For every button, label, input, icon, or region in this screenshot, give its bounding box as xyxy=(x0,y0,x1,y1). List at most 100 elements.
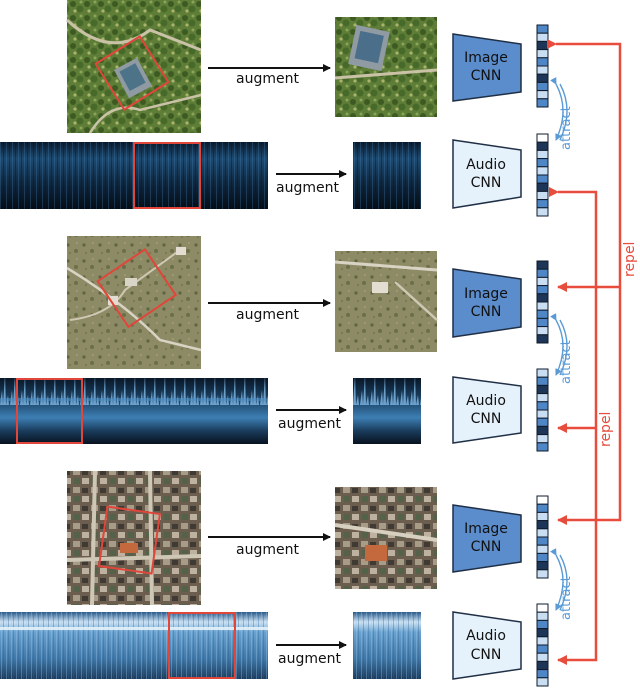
embedding-cell xyxy=(536,182,549,192)
embedding-cell xyxy=(536,65,549,75)
embedding-cell xyxy=(536,652,549,662)
aerial-image-2 xyxy=(66,236,202,369)
audio-cnn-3: Audio CNN xyxy=(452,611,522,680)
audio-spectrogram-2 xyxy=(0,378,268,444)
image-cnn-1: Image CNN xyxy=(452,33,522,102)
embedding-cell xyxy=(536,636,549,646)
embedding-cell xyxy=(536,90,549,100)
repel-label: repel xyxy=(622,242,638,277)
crop-box xyxy=(168,612,236,679)
augment-label: augment xyxy=(236,542,299,558)
embedding-cell xyxy=(536,644,549,654)
embedding-cell xyxy=(536,158,549,168)
audio-cnn-2: Audio CNN xyxy=(452,376,522,444)
embedding-vector-audio-2 xyxy=(536,368,549,452)
augmented-audio-3 xyxy=(353,612,421,679)
embedding-cell xyxy=(536,49,549,59)
augmented-audio-1 xyxy=(353,142,421,209)
svg-text:Image: Image xyxy=(464,50,508,66)
svg-text:CNN: CNN xyxy=(471,539,502,555)
embedding-cell xyxy=(536,40,549,51)
augment-label: augment xyxy=(276,180,339,196)
svg-text:Audio: Audio xyxy=(466,628,506,644)
embedding-cell xyxy=(536,417,549,427)
svg-text:Audio: Audio xyxy=(466,393,506,409)
audio-spectrogram-3 xyxy=(0,612,268,679)
group-1: augment Image CNN augment Audio CNN xyxy=(0,0,574,217)
svg-text:CNN: CNN xyxy=(471,411,502,427)
embedding-cell xyxy=(536,495,549,505)
embedding-cell xyxy=(536,528,549,538)
embedding-cell xyxy=(536,409,549,419)
embedding-cell xyxy=(536,149,549,160)
embedding-vector-image-2 xyxy=(536,260,549,344)
embedding-cell xyxy=(536,207,549,217)
embedding-cell xyxy=(536,442,549,452)
embedding-cell xyxy=(536,32,549,42)
embedding-cell xyxy=(536,276,549,287)
crop-box xyxy=(133,142,201,209)
svg-text:CNN: CNN xyxy=(471,647,502,663)
embedding-cell xyxy=(536,301,549,311)
augment-label: augment xyxy=(236,307,299,323)
aerial-image-1 xyxy=(65,0,202,134)
group-3: augment Image CNN augment Audio CNN xyxy=(0,470,574,687)
augment-label: augment xyxy=(278,416,341,432)
attract-label: attract xyxy=(559,576,574,620)
svg-text:CNN: CNN xyxy=(471,304,502,320)
embedding-cell xyxy=(536,24,549,34)
embedding-cell xyxy=(536,393,549,403)
embedding-cell xyxy=(536,401,549,411)
embedding-cell xyxy=(536,425,549,436)
embedding-cell xyxy=(536,260,549,270)
group-2: augment Image CNN augment Audio CN xyxy=(0,236,574,452)
crop-box xyxy=(97,505,162,575)
repel-connectors: repel repel xyxy=(547,39,638,665)
aerial-image-3 xyxy=(66,470,202,606)
embedding-cell xyxy=(536,73,549,83)
augmented-image-1 xyxy=(334,17,438,117)
svg-text:Image: Image xyxy=(464,286,508,302)
embedding-cell xyxy=(536,268,549,278)
embedding-cell xyxy=(536,174,549,184)
embedding-cell xyxy=(536,677,549,687)
embedding-cell xyxy=(536,133,549,143)
embedding-cell xyxy=(536,199,549,209)
embedding-cell xyxy=(536,544,549,554)
augmented-image-3 xyxy=(334,487,438,589)
embedding-cell xyxy=(536,569,549,579)
embedding-cell xyxy=(536,628,549,638)
svg-text:CNN: CNN xyxy=(471,175,502,191)
crop-box xyxy=(96,248,178,329)
embedding-vector-image-3 xyxy=(536,495,549,579)
embedding-cell xyxy=(536,309,549,319)
embedding-cell xyxy=(536,434,549,444)
augmented-audio-2 xyxy=(353,378,421,444)
embedding-cell xyxy=(536,98,549,108)
crop-box xyxy=(94,34,170,112)
svg-text:Image: Image xyxy=(464,521,508,537)
embedding-vector-image-1 xyxy=(536,24,549,108)
image-cnn-2: Image CNN xyxy=(452,268,522,338)
audio-cnn-1: Audio CNN xyxy=(452,139,522,209)
svg-text:Audio: Audio xyxy=(466,157,506,173)
embedding-cell xyxy=(536,660,549,671)
svg-text:CNN: CNN xyxy=(471,68,502,84)
image-cnn-3: Image CNN xyxy=(452,504,522,573)
embedding-cell xyxy=(536,57,549,67)
embedding-cell xyxy=(536,81,549,92)
augment-label: augment xyxy=(278,651,341,667)
embedding-cell xyxy=(536,141,549,151)
embedding-cell xyxy=(536,285,549,295)
embedding-cell xyxy=(536,503,549,513)
embedding-cell xyxy=(536,334,549,344)
embedding-cell xyxy=(536,619,549,630)
embedding-cell xyxy=(536,317,549,328)
attract-label: attract xyxy=(559,106,574,150)
embedding-cell xyxy=(536,368,549,378)
embedding-cell xyxy=(536,536,549,546)
embedding-cell xyxy=(536,552,549,563)
embedding-vector-audio-3 xyxy=(536,603,549,687)
embedding-cell xyxy=(536,384,549,395)
